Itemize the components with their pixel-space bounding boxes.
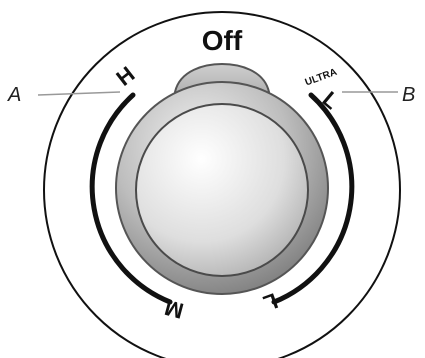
callout-a-label: A bbox=[7, 84, 21, 106]
knob-face bbox=[136, 104, 308, 276]
callout-b-label: B bbox=[402, 84, 415, 106]
off-label: Off bbox=[202, 25, 243, 56]
